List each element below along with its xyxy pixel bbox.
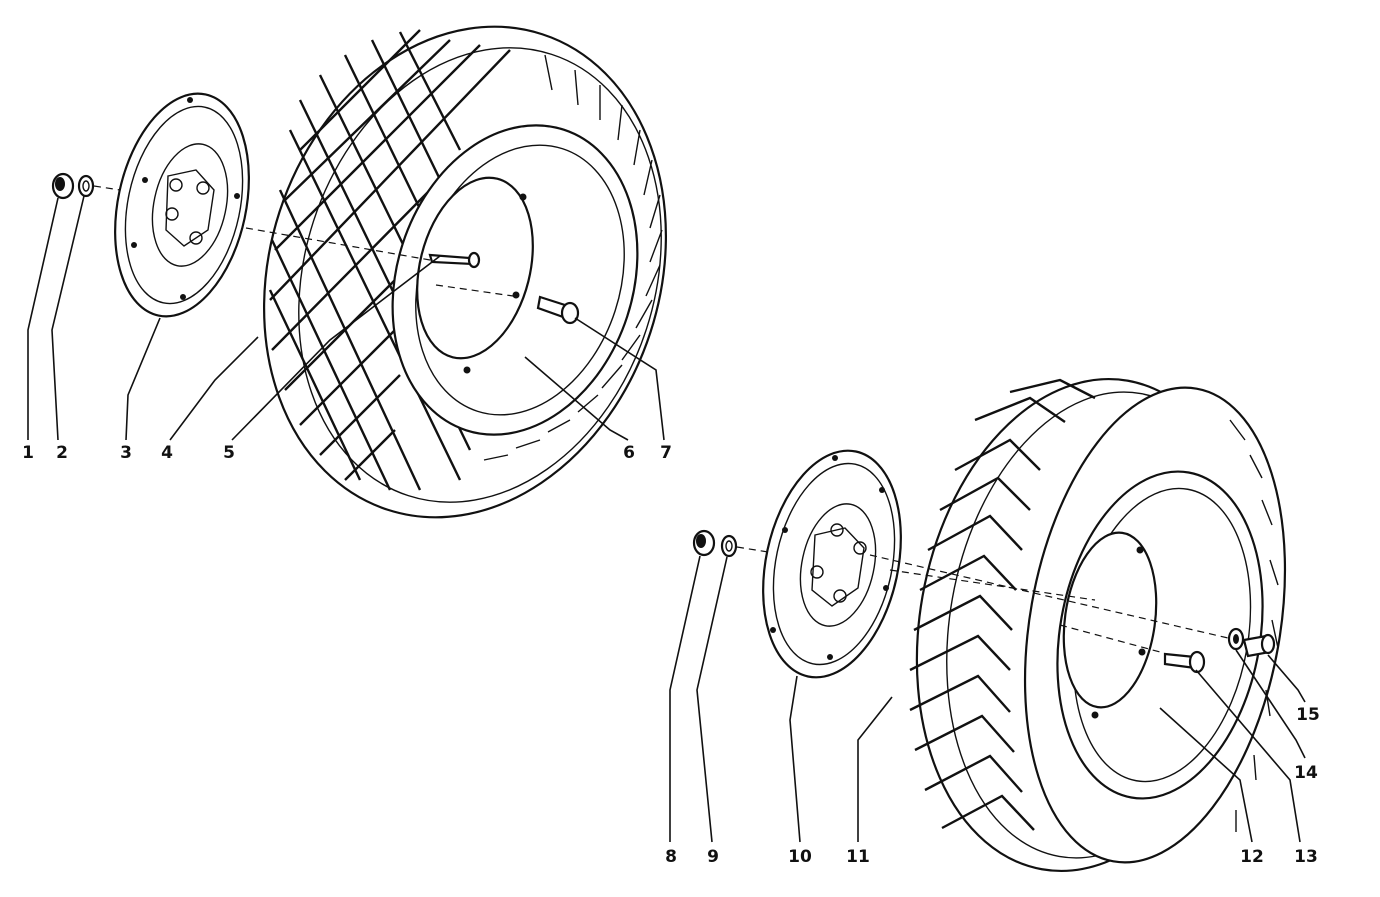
nut-part-15: [1242, 633, 1276, 658]
label-part-15: 15: [1296, 705, 1320, 725]
lower-leader-lines: [669, 555, 1306, 843]
wheel-bolt-part-7: [536, 295, 580, 325]
washer-part-9: [720, 534, 738, 558]
label-part-1: 1: [22, 443, 34, 463]
label-part-6: 6: [623, 443, 635, 463]
hub-plate-part-10: [762, 449, 902, 679]
label-part-11: 11: [846, 847, 870, 867]
upper-leader-lines: [27, 195, 665, 441]
part-number-labels: 1 2 3 4 5 6 7 8 9 10 11 12 13 14 15: [22, 443, 1320, 867]
label-part-10: 10: [788, 847, 812, 867]
hub-plate-part-3: [114, 92, 250, 318]
washer-part-2: [77, 174, 95, 198]
label-part-4: 4: [161, 443, 173, 463]
label-part-12: 12: [1240, 847, 1264, 867]
nut-part-8: [692, 529, 716, 557]
wheel-stud-part-5: [428, 251, 481, 269]
label-part-5: 5: [223, 443, 235, 463]
label-part-13: 13: [1294, 847, 1318, 867]
upper-wheel-assembly: [27, 25, 668, 519]
wheel-rim-part-12: [1056, 470, 1264, 800]
label-part-9: 9: [707, 847, 719, 867]
label-part-14: 14: [1294, 763, 1318, 783]
label-part-8: 8: [665, 847, 677, 867]
nut-part-1: [51, 172, 75, 200]
label-part-3: 3: [120, 443, 132, 463]
label-part-7: 7: [660, 443, 672, 463]
label-part-2: 2: [56, 443, 68, 463]
lower-wheel-assembly: [669, 377, 1306, 873]
washer-part-14: [1227, 627, 1245, 651]
